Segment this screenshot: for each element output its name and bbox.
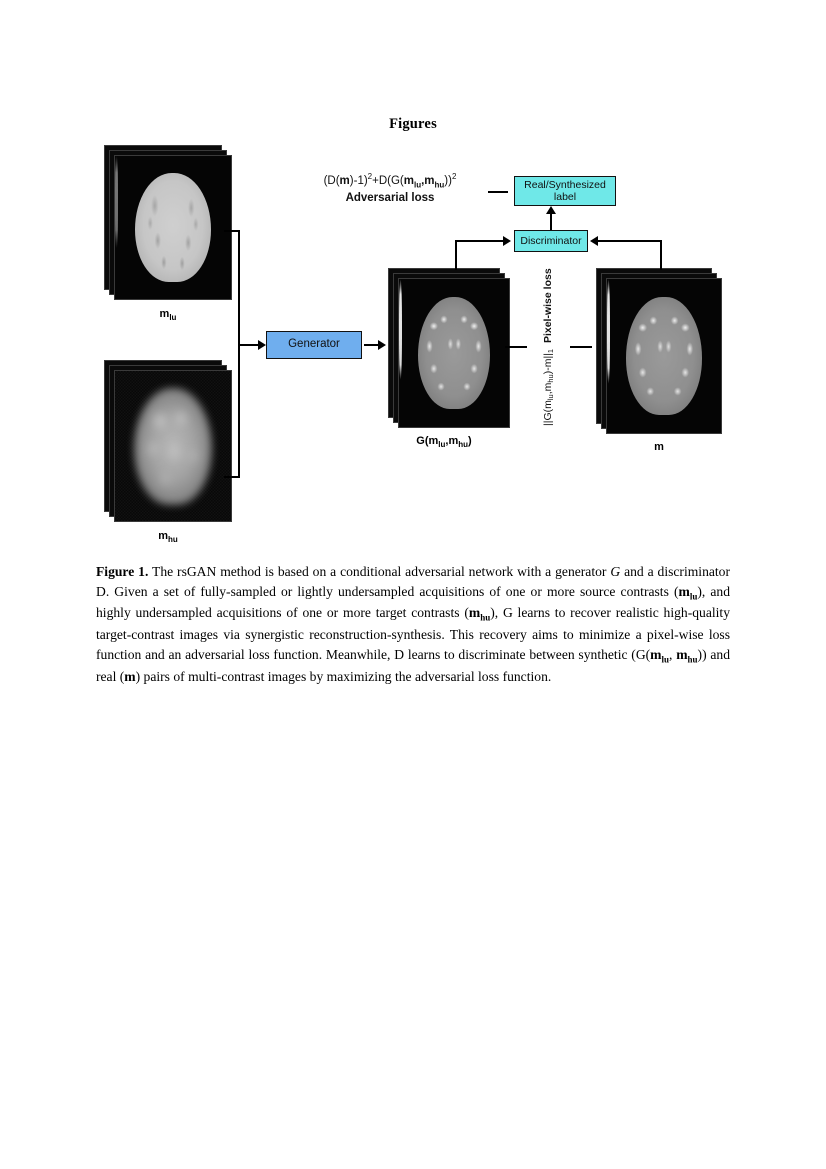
bracket-to-generator-line xyxy=(238,344,260,346)
arrow-into-label-box xyxy=(546,206,556,214)
figure-caption: Figure 1. The rsGAN method is based on a… xyxy=(96,562,730,686)
caption-m-hu-2-sub: hu xyxy=(687,654,698,665)
caption-m-lu-2: m xyxy=(650,646,662,662)
brain-image-undersampled-target xyxy=(115,371,231,521)
arrow-into-discriminator-left xyxy=(503,236,511,246)
reference-to-discriminator-vertical xyxy=(660,240,662,270)
pixelwise-loss-left-tick xyxy=(505,346,527,348)
caption-m-hu-2: m xyxy=(676,646,688,662)
brain-image-real-target xyxy=(607,279,721,433)
caption-text-7: ) pairs of multi-contrast images by maxi… xyxy=(135,668,552,684)
stack-sheet-front xyxy=(114,155,232,300)
real-synthesized-label-text: Real/Synthesized label xyxy=(524,178,606,203)
caption-italic-g: G xyxy=(610,564,621,579)
generator-to-output-line xyxy=(364,344,380,346)
caption-m-lu-2-sub: lu xyxy=(661,654,670,665)
image-label-m-hu: mhu xyxy=(158,530,178,545)
caption-m-hu-1: m xyxy=(468,605,481,621)
caption-m-hu-1-sub: hu xyxy=(480,613,491,624)
generator-box[interactable]: Generator xyxy=(266,331,362,359)
generator-label: Generator xyxy=(288,338,340,351)
image-stack-m-reference xyxy=(596,268,722,434)
real-synthesized-label-box[interactable]: Real/Synthesized label xyxy=(514,176,616,206)
caption-text-2: and a discriminator D. Given a set of fu… xyxy=(96,564,731,599)
caption-text-5: , xyxy=(669,646,677,662)
image-stack-m-lu xyxy=(104,145,232,300)
page-title: Figures xyxy=(389,116,437,132)
image-label-generator-output: G(mlu,mhu) xyxy=(416,435,472,450)
stack-sheet-front xyxy=(114,370,232,522)
input-bracket-vertical xyxy=(238,230,240,478)
stack-sheet-front xyxy=(606,278,722,434)
brain-image-t1-source xyxy=(115,156,231,299)
brain-image-synthesized-target xyxy=(399,279,509,427)
discriminator-label: Discriminator xyxy=(520,234,582,247)
caption-text-4: ), G learns to recover realistic high-qu… xyxy=(96,605,730,662)
caption-text-1: The rsGAN method is based on a condition… xyxy=(148,564,611,579)
input-bracket-bottom xyxy=(224,476,240,478)
arrow-into-output-stack xyxy=(378,340,386,350)
arrow-into-generator xyxy=(258,340,266,350)
adversarial-loss-name: Adversarial loss xyxy=(345,191,435,204)
caption-label: Figure 1. xyxy=(96,564,149,579)
arrow-into-discriminator-right xyxy=(590,236,598,246)
caption-m-lu-1-sub: lu xyxy=(689,591,698,602)
caption-text-6: )) and real ( xyxy=(96,646,731,684)
adversarial-loss-formula: (D(m)-1)2+D(G(mlu,mhu))2 xyxy=(323,172,457,190)
caption-m-lu-1: m xyxy=(678,583,690,599)
reference-to-discriminator-horizontal xyxy=(598,240,662,242)
image-label-m-reference: m xyxy=(654,441,664,453)
adversarial-loss-text: (D(m)-1)2+D(G(mlu,mhu))2 Adversarial los… xyxy=(300,172,480,206)
output-to-discriminator-horizontal xyxy=(455,240,505,242)
figure-diagram: mlu mhu Generator xyxy=(0,130,826,550)
adversarial-loss-connector xyxy=(488,191,508,193)
discriminator-to-label-line xyxy=(550,212,552,230)
input-bracket-top xyxy=(224,230,240,232)
discriminator-box[interactable]: Discriminator xyxy=(514,230,588,252)
image-stack-generator-output xyxy=(388,268,510,428)
stack-sheet-front xyxy=(398,278,510,428)
caption-m-3: m xyxy=(124,668,136,684)
pixelwise-loss-right-tick xyxy=(570,346,592,348)
pixelwise-loss-text: ||G(mlu,mhu)-m||1 Pixel-wise loss xyxy=(542,268,556,427)
caption-text-3: ), and highly undersampled acquisitions … xyxy=(96,583,730,621)
output-to-discriminator-vertical xyxy=(455,240,457,270)
image-stack-m-hu xyxy=(104,360,232,522)
image-label-m-lu: mlu xyxy=(159,308,177,323)
